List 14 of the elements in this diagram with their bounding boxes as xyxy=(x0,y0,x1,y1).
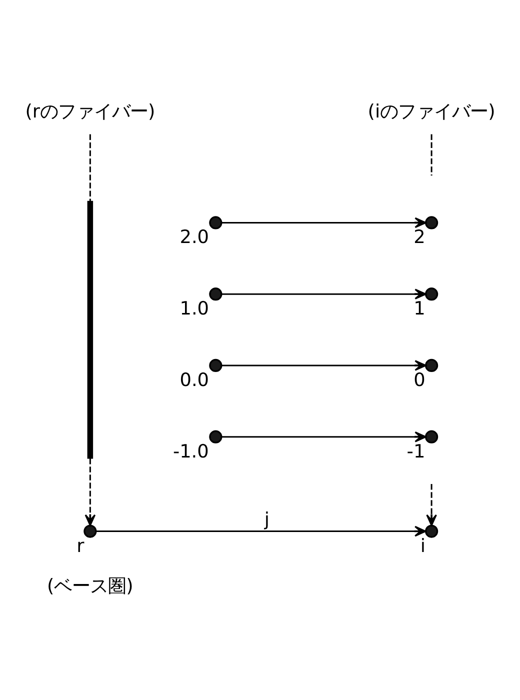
node-label: 1.0 xyxy=(180,298,210,320)
node-label: -1.0 xyxy=(172,440,209,462)
node-label: 1 xyxy=(414,298,426,320)
node-label: i xyxy=(420,535,426,556)
node-label: 2.0 xyxy=(180,226,210,248)
node-text: (iのファイバー) xyxy=(368,101,496,122)
node-label: r xyxy=(76,535,84,556)
node-label: 0 xyxy=(414,369,426,390)
node-label: -1 xyxy=(406,440,426,462)
label: (ベース圏) xyxy=(46,576,134,597)
node-text: (rのファイバー) xyxy=(25,101,156,122)
node-label: 0.0 xyxy=(180,369,210,390)
edge-label: j xyxy=(264,508,270,530)
node-label: 2 xyxy=(414,226,426,248)
